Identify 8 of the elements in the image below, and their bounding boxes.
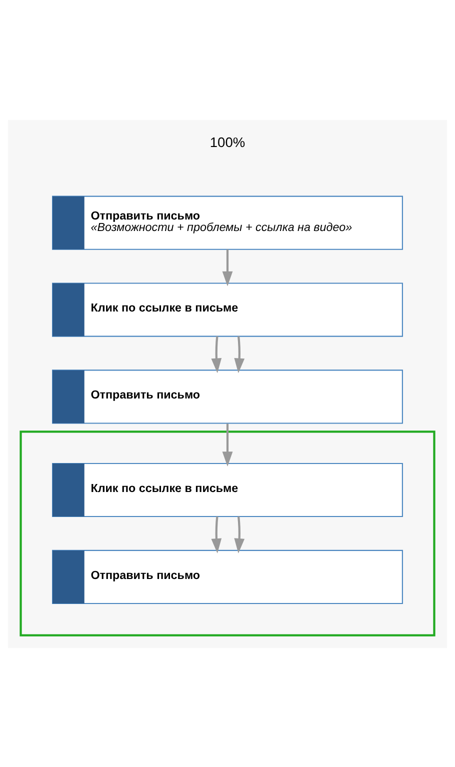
arrow xyxy=(222,423,233,466)
arrow xyxy=(234,336,245,373)
arrow xyxy=(234,516,245,553)
label: 100% xyxy=(210,134,246,150)
arrow xyxy=(211,336,222,373)
arrow xyxy=(211,516,222,553)
cluster xyxy=(20,430,436,636)
arrow xyxy=(222,248,233,286)
